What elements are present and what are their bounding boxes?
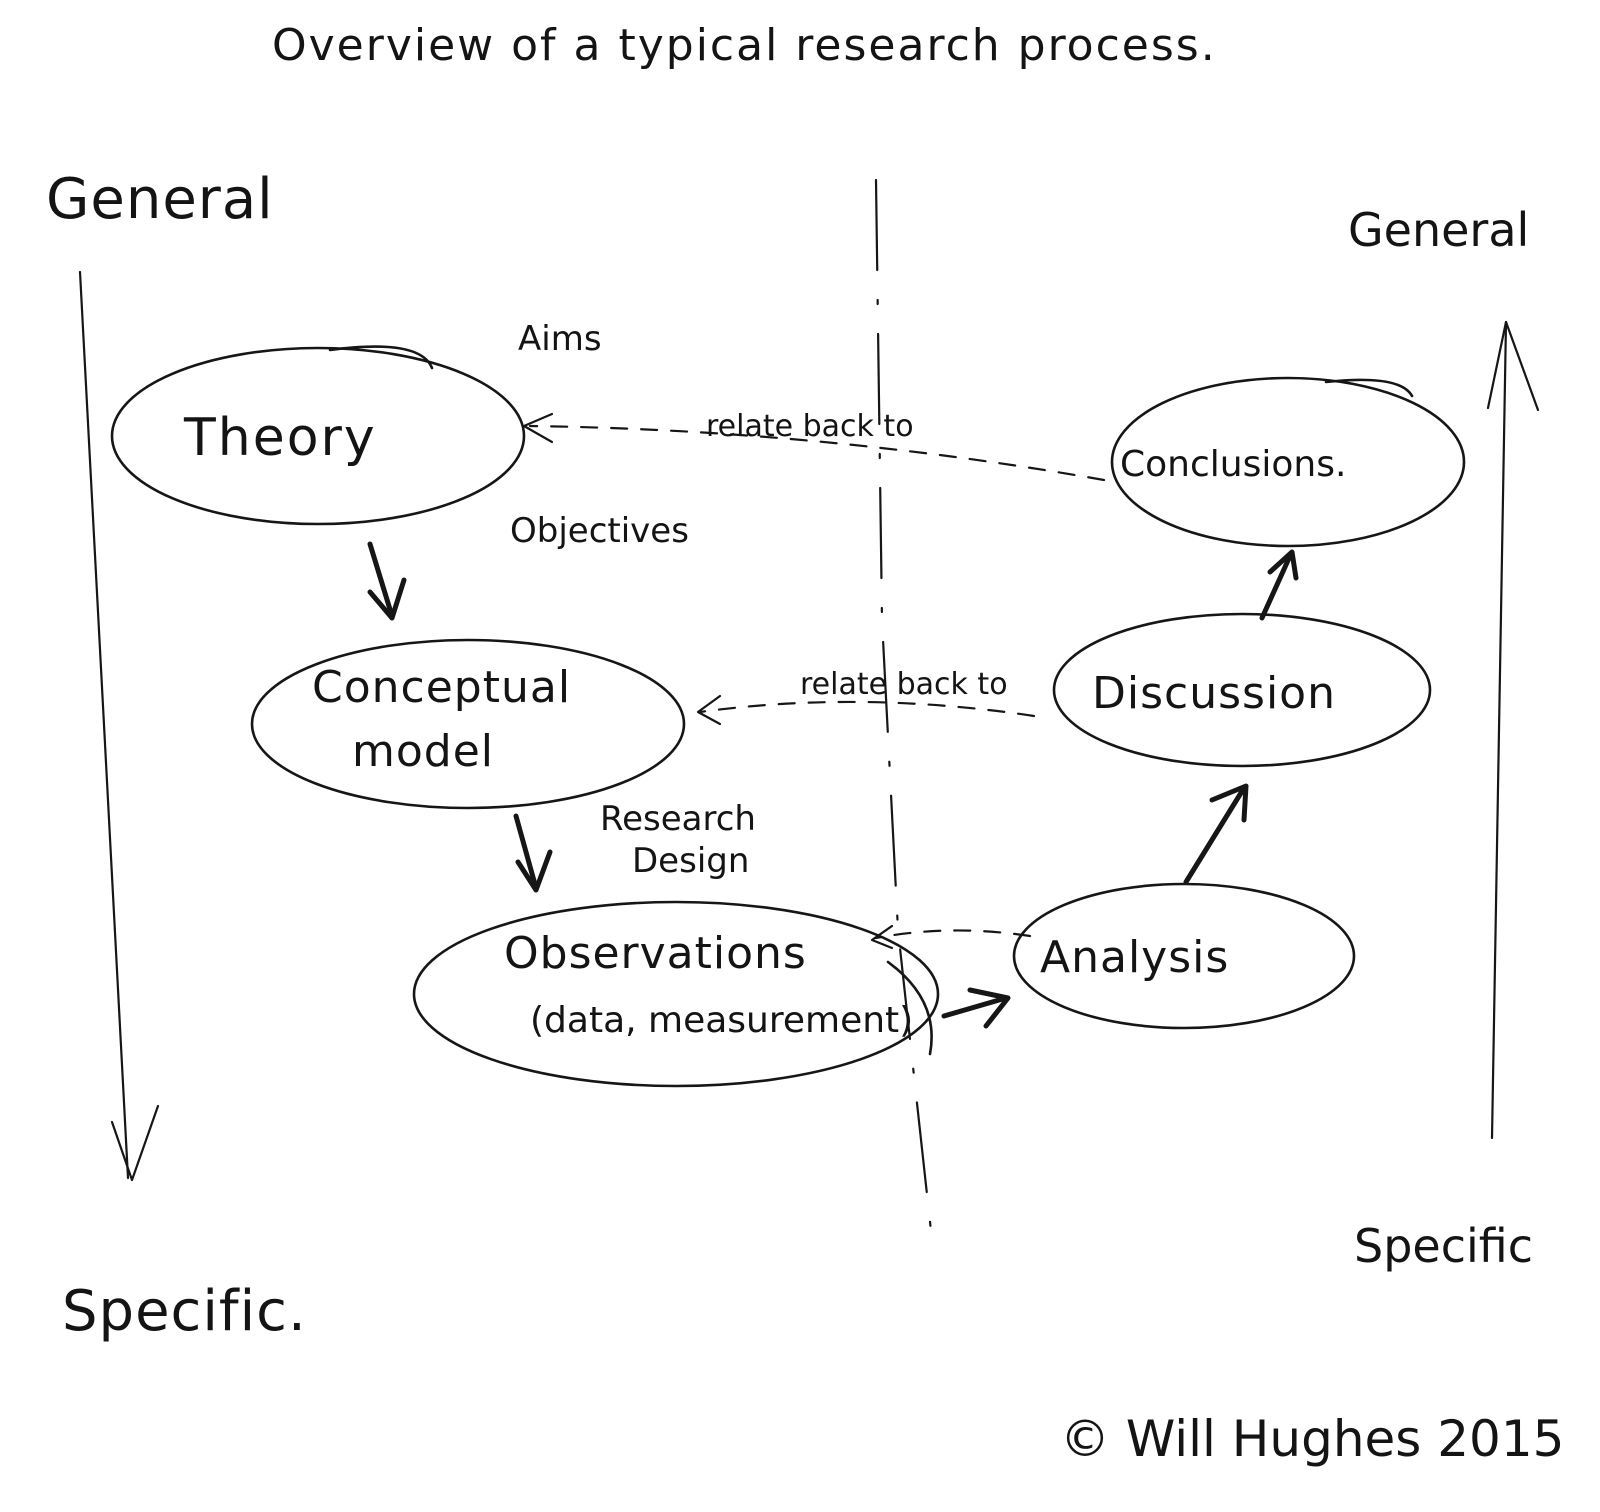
theory-ellipse-overlap [328,345,434,370]
discussion-node: Discussion [1052,612,1432,768]
analysis-node: Analysis [1012,882,1356,1030]
diagram-title: Overview of a typical research process. [272,20,1217,71]
research-design-label-line2: Design [632,841,749,881]
copyright-credit: © Will Hughes 2015 [1060,1410,1564,1468]
left-axis-arrowhead [110,1104,160,1182]
arrow-discussion-to-conclusions [1259,549,1299,621]
analysis-label: Analysis [1040,932,1229,983]
dashed-arrow-conclusions-to-theory: relate back to [522,409,1106,482]
observations-node: Observations (data, measurement) [412,900,940,1088]
conceptual-model-label-line1: Conceptual [312,662,571,713]
arrow-theory-to-conceptual [367,541,407,621]
dashed-arrow-discussion-to-conceptual: relate back to [696,667,1036,726]
conclusions-label: Conclusions. [1120,444,1346,485]
right-axis-arrowhead [1486,320,1540,412]
objectives-label: Objectives [510,511,689,551]
theory-label: Theory [183,408,377,468]
left-axis-bottom-label: Specific. [62,1279,307,1344]
conceptual-model-ellipse [250,638,686,810]
right-axis-top-label: General [1348,203,1529,257]
observations-ellipse-overlap [886,960,933,1056]
left-axis-top-label: General [46,167,274,232]
relate-back-label-discussion: relate back to [800,667,1008,702]
theory-ellipse [110,346,526,526]
right-axis-bottom-label: Specific [1354,1219,1533,1273]
aims-label: Aims [518,319,602,359]
arrow-analysis-to-discussion [1183,783,1249,885]
observations-ellipse [412,900,940,1088]
arrow-conceptual-to-observations [513,813,553,893]
observations-label-line1: Observations [504,928,807,979]
conclusions-ellipse [1110,376,1466,548]
conceptual-model-node: Conceptual model [250,638,686,810]
observations-label-line2: (data, measurement) [530,1000,913,1041]
conclusions-node: Conclusions. [1110,376,1466,548]
theory-node: Theory [110,345,526,526]
relate-back-label-conclusions: relate back to [706,409,914,444]
dashed-arrow-analysis-to-observations [870,924,1032,950]
discussion-label: Discussion [1092,668,1336,719]
arrow-observations-to-analysis [941,987,1011,1029]
right-axis-line [1490,320,1508,1140]
discussion-ellipse [1052,612,1432,768]
analysis-ellipse [1012,882,1356,1030]
center-divider-line [874,178,934,1242]
research-design-label-line1: Research [600,799,756,839]
conclusions-ellipse-overlap [1324,378,1414,398]
left-axis-line [78,270,130,1180]
conceptual-model-label-line2: model [352,726,494,777]
